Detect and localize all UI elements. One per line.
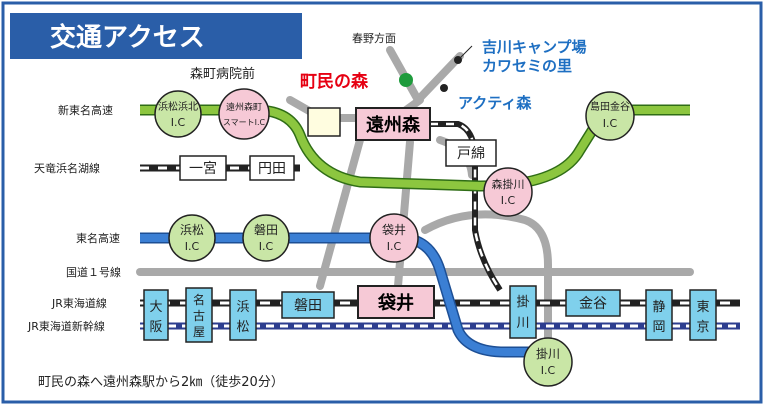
station-tosen [445, 139, 497, 167]
svg-text:遠州森町: 遠州森町 [226, 101, 262, 113]
gray-road-network [136, 46, 694, 349]
svg-text:阪: 阪 [149, 320, 162, 335]
svg-text:一宮: 一宮 [189, 161, 217, 177]
svg-text:戸綿: 戸綿 [457, 146, 485, 162]
station-iwata [281, 291, 335, 319]
svg-text:遠州森: 遠州森 [366, 114, 421, 136]
svg-text:浜: 浜 [236, 300, 249, 315]
diagonal-road-west [316, 136, 364, 290]
svg-text:古: 古 [193, 308, 205, 323]
interchanges: 浜松浜北 I.C 遠州森町 スマートI.C 島田金谷 I.C 森掛川 I.C 浜… [154, 88, 635, 387]
ic-shimada-kanaya [585, 91, 635, 141]
ic-morikakegawa [483, 167, 533, 217]
jr-stations: 大 阪 名 古 屋 浜 松 磐田 袋井 掛 川 金谷 静 岡 東 京 [143, 285, 717, 343]
svg-text:京: 京 [696, 320, 709, 335]
svg-text:袋井: 袋井 [382, 223, 406, 237]
svg-text:スマートI.C: スマートI.C [223, 118, 266, 127]
svg-text:金谷: 金谷 [579, 296, 607, 312]
svg-text:名: 名 [193, 292, 205, 307]
east-gray-road [421, 210, 552, 349]
station-fukuroi [357, 285, 435, 319]
activity-forest-marker [440, 84, 448, 92]
station-shizuoka [645, 289, 673, 341]
direction-haruno: 春野方面 [352, 31, 396, 45]
station-kanaya [565, 289, 621, 317]
svg-text:I.C: I.C [387, 240, 402, 253]
label-route1: 国道１号線 [66, 265, 121, 279]
ic-hamamatsu-hamakita [154, 90, 202, 138]
ic-enshumori-smart [218, 88, 270, 140]
ic-fukuroi [369, 213, 419, 263]
svg-text:磐田: 磐田 [294, 298, 322, 314]
station-kakegawa [509, 285, 537, 339]
footer-note: 町民の森へ遠州森駅から2㎞（徒歩20分） [38, 375, 284, 390]
svg-text:大: 大 [149, 300, 162, 315]
station-tokyo [689, 289, 717, 341]
ic-iwata [242, 214, 290, 262]
label-tomei: 東名高速 [76, 231, 120, 245]
svg-text:I.C: I.C [501, 194, 516, 207]
svg-text:掛: 掛 [516, 295, 529, 310]
svg-text:森掛川: 森掛川 [492, 177, 525, 191]
station-nagoya [185, 287, 213, 343]
svg-text:静: 静 [652, 300, 665, 315]
label-tenhama: 天竜浜名湖線 [34, 161, 100, 175]
label-hospital: 森町病院前 [190, 66, 255, 82]
landmark-camp-line1: 吉川キャンプ場 [482, 38, 587, 56]
svg-text:松: 松 [236, 320, 249, 335]
label-jr-shinkansen: JR東海道新幹線 [27, 319, 105, 333]
svg-text:川: 川 [516, 316, 529, 331]
ic-hamamatsu [168, 214, 216, 262]
label-jr-tokaido: JR東海道線 [51, 296, 107, 310]
svg-text:I.C: I.C [185, 240, 200, 253]
label-shin-tomei: 新東名高速 [58, 103, 113, 117]
landmark-activity-forest: アクティ森 [458, 94, 532, 112]
camp-road [414, 52, 464, 104]
station-enshumori [355, 107, 431, 141]
svg-text:屋: 屋 [193, 325, 205, 339]
svg-text:I.C: I.C [171, 116, 186, 129]
landmark-camp-line2: カワセミの里 [482, 57, 572, 75]
station-ichinomiya [179, 155, 227, 181]
station-enden [249, 155, 295, 181]
svg-text:I.C: I.C [541, 364, 556, 377]
page-title: 交通アクセス [50, 22, 205, 53]
station-hamamatsu [229, 289, 257, 341]
svg-text:円田: 円田 [258, 161, 286, 177]
line-labels: 新東名高速 天竜浜名湖線 東名高速 国道１号線 JR東海道線 JR東海道新幹線 [27, 103, 121, 333]
svg-text:磐田: 磐田 [254, 223, 278, 237]
svg-text:岡: 岡 [652, 320, 665, 335]
svg-text:I.C: I.C [259, 240, 274, 253]
svg-text:浜松: 浜松 [180, 223, 204, 237]
landmark-town-forest: 町民の森 [300, 71, 369, 92]
svg-text:浜松浜北: 浜松浜北 [158, 100, 198, 113]
svg-text:I.C: I.C [603, 117, 618, 130]
svg-text:東: 東 [696, 299, 709, 315]
town-forest-marker [399, 73, 413, 87]
station-osaka [143, 289, 169, 341]
title-banner [10, 13, 302, 59]
svg-text:島田金谷: 島田金谷 [590, 100, 630, 113]
ic-kakegawa [523, 337, 573, 387]
svg-text:袋井: 袋井 [377, 292, 414, 314]
hospital-stop [307, 107, 341, 137]
svg-text:掛川: 掛川 [536, 346, 560, 361]
